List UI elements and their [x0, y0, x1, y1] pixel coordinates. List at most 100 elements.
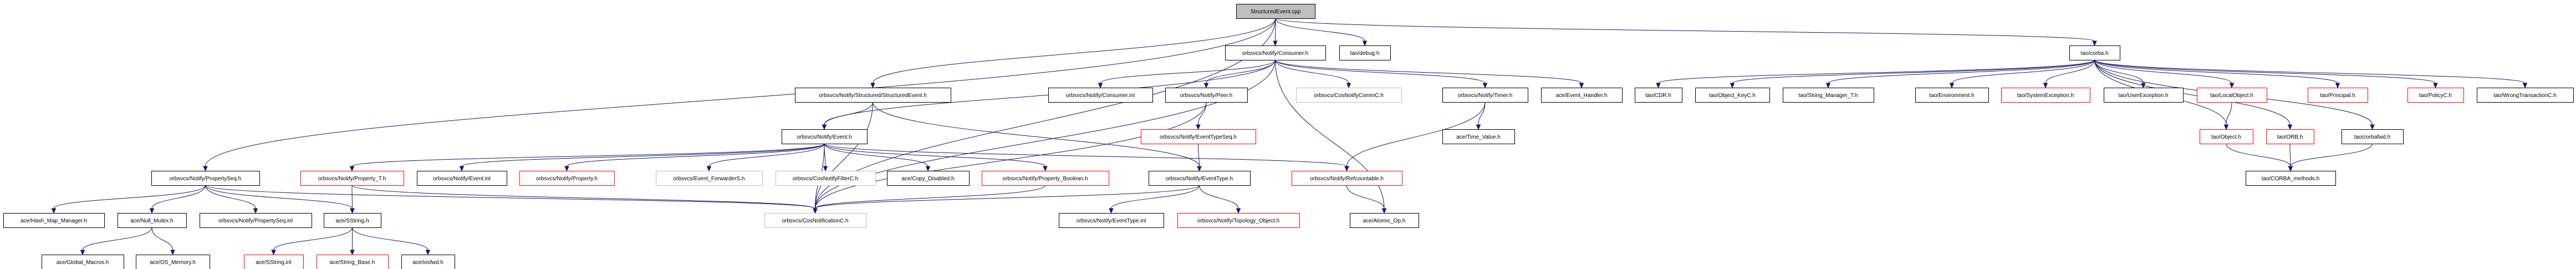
node-orbsvcs-cosnotificationc-h[interactable]: orbsvcs/CosNotificationC.h	[764, 213, 866, 228]
node-box	[1165, 88, 1248, 103]
node-tao-object-keyc-h[interactable]: tao/Object_KeyC.h	[1695, 88, 1770, 103]
nodes-layer: StructuredEvent.cpp orbsvcs/Notify/Consum…	[3, 4, 2574, 269]
node-orbsvcs-notify-consumer-h[interactable]: orbsvcs/Notify/Consumer.h	[1225, 45, 1326, 60]
node-box	[1339, 45, 1391, 60]
node-orbsvcs-notify-peer-h[interactable]: orbsvcs/Notify/Peer.h	[1165, 88, 1248, 103]
node-label: orbsvcs/Notify/Structured/StructuredEven…	[819, 93, 927, 99]
node-orbsvcs-notify-property-t-h[interactable]: orbsvcs/Notify/Property_T.h	[300, 171, 404, 186]
node-label: ace/iosfwd.h	[412, 260, 443, 266]
node-ace-hash-map-manager-h[interactable]: ace/Hash_Map_Manager.h	[3, 213, 105, 228]
arrowhead-icon	[349, 166, 355, 172]
node-label: tao/Object.h	[2211, 134, 2241, 140]
edge-n8-n35	[1346, 101, 1486, 167]
node-tao-corba-h[interactable]: tao/corba.h	[2069, 45, 2120, 60]
edge-n26-n41	[205, 185, 815, 209]
node-box	[1442, 88, 1528, 103]
edge-n6-n41	[815, 101, 1207, 209]
node-box	[401, 255, 455, 269]
node-ace-copy-disabled-h[interactable]: ace/Copy_Disabled.h	[887, 171, 970, 186]
node-tao-principal-h[interactable]: tao/Principal.h	[2308, 88, 2368, 103]
node-tao-corba-methods-h[interactable]: tao/CORBA_methods.h	[2246, 171, 2336, 186]
node-orbsvcs-notify-timer-h[interactable]: orbsvcs/Notify/Timer.h	[1442, 88, 1528, 103]
node-orbsvcs-notify-eventtype-inl[interactable]: orbsvcs/Notify/EventType.inl	[1059, 213, 1164, 228]
node-ace-null-mutex-h[interactable]: ace/Null_Mutex.h	[118, 213, 187, 228]
node-ace-iosfwd-h[interactable]: ace/iosfwd.h	[401, 255, 455, 269]
node-ace-sstring-h[interactable]: ace/SString.h	[324, 213, 381, 228]
node-ace-sstring-inl[interactable]: ace/SString.inl	[244, 255, 304, 269]
node-tao-object-h[interactable]: tao/Object.h	[2200, 129, 2253, 144]
node-ace-global-macros-h[interactable]: ace/Global_Macros.h	[42, 255, 124, 269]
node-ace-time-value-h[interactable]: ace/Time_Value.h	[1442, 129, 1515, 144]
node-orbsvcs-notify-eventtypeseq-h[interactable]: orbsvcs/Notify/EventTypeSeq.h	[1141, 129, 1256, 144]
node-box	[1059, 213, 1164, 228]
node-tao-environment-h[interactable]: tao/Environment.h	[1915, 88, 1989, 103]
edge-n40-n47	[273, 227, 353, 251]
node-orbsvcs-notify-propertyseq-inl[interactable]: orbsvcs/Notify/PropertySeq.inl	[200, 213, 312, 228]
node-tao-orb-h[interactable]: tao/ORB.h	[2266, 129, 2314, 144]
node-box	[1541, 88, 1623, 103]
edge-n38-n45	[82, 227, 152, 251]
node-box	[300, 171, 404, 186]
edge-n34-n41	[815, 185, 1200, 209]
node-label: tao/SystemException.h	[2017, 93, 2074, 99]
node-box	[795, 88, 951, 103]
edge-n25-n36	[2290, 143, 2373, 167]
node-orbsvcs-notify-event-inl[interactable]: orbsvcs/Notify/Event.inl	[417, 171, 507, 186]
edge-n0-n4	[873, 18, 1276, 84]
edge-n24-n36	[2289, 143, 2291, 167]
node-orbsvcs-notify-consumer-inl[interactable]: orbsvcs/Notify/Consumer.inl	[1048, 88, 1153, 103]
node-tao-cdr-h[interactable]: tao/CDR.h	[1635, 88, 1682, 103]
node-ace-event-handler-h[interactable]: ace/Event_Handler.h	[1541, 88, 1623, 103]
node-tao-wrongtransactionc-h[interactable]: tao/WrongTransactionC.h	[2477, 88, 2574, 103]
node-orbsvcs-cosnotifyfilterc-h[interactable]: orbsvcs/CosNotifyFilterC.h	[776, 171, 876, 186]
arrowhead-icon	[459, 166, 465, 172]
node-orbsvcs-cosnotifycommc-h[interactable]: orbsvcs/CosNotifyCommC.h	[1296, 88, 1402, 103]
edge-n3-n19	[2094, 59, 2526, 84]
node-label: orbsvcs/Notify/Consumer.h	[1242, 50, 1309, 57]
node-label: orbsvcs/Event_ForwarderS.h	[674, 176, 745, 182]
node-orbsvcs-notify-property-h[interactable]: orbsvcs/Notify/Property.h	[519, 171, 615, 186]
edge-n0-n2	[1275, 18, 1365, 42]
arrowhead-icon	[2229, 83, 2235, 89]
edge-n4-n41	[815, 101, 873, 209]
node-tao-userexception-h[interactable]: tao/UserException.h	[2104, 88, 2184, 103]
node-orbsvcs-notify-topology-object-h[interactable]: orbsvcs/Notify/Topology_Object.h	[1177, 213, 1300, 228]
node-label: orbsvcs/Notify/Event.h	[797, 134, 851, 140]
node-orbsvcs-notify-propertyseq-h[interactable]: orbsvcs/Notify/PropertySeq.h	[151, 171, 260, 186]
edge-n20-n30	[708, 143, 825, 167]
arrowhead-icon	[253, 208, 258, 214]
edge-n6-n21	[1198, 101, 1207, 125]
node-tao-systemexception-h[interactable]: tao/SystemException.h	[2001, 88, 2090, 103]
arrowhead-icon	[80, 250, 85, 256]
node-ace-atomic-op-h[interactable]: ace/Atomic_Op.h	[1350, 213, 1419, 228]
node-ace-os-memory-h[interactable]: ace/OS_Memory.h	[136, 255, 210, 269]
edges-layer	[51, 18, 2528, 256]
node-tao-string-manager-t-h[interactable]: tao/String_Manager_T.h	[1783, 88, 1874, 103]
edge-n3-n16	[2094, 59, 2232, 84]
node-ace-string-base-h[interactable]: ace/String_Base.h	[317, 255, 389, 269]
node-tao-debug-h[interactable]: tao/debug.h	[1339, 45, 1391, 60]
arrowhead-icon	[1346, 83, 1351, 89]
node-structuredevent-cpp[interactable]: StructuredEvent.cpp	[1236, 4, 1315, 19]
node-tao-policyc-h[interactable]: tao/PolicyC.h	[2407, 88, 2464, 103]
node-label: orbsvcs/Notify/Consumer.inl	[1066, 93, 1135, 99]
node-box	[982, 171, 1109, 186]
node-box	[2200, 129, 2253, 144]
arrowhead-icon	[1730, 83, 1735, 89]
arrowhead-icon	[350, 208, 355, 214]
node-orbsvcs-notify-event-h[interactable]: orbsvcs/Notify/Event.h	[782, 129, 868, 144]
node-tao-localobject-h[interactable]: tao/LocalObject.h	[2197, 88, 2267, 103]
node-orbsvcs-notify-eventtype-h[interactable]: orbsvcs/Notify/EventType.h	[1149, 171, 1251, 186]
node-label: orbsvcs/CosNotifyFilterC.h	[793, 176, 858, 182]
node-orbsvcs-notify-refcountable-h[interactable]: orbsvcs/Notify/Refcountable.h	[1292, 171, 1402, 186]
node-box	[1915, 88, 1989, 103]
node-orbsvcs-event-forwarders-h[interactable]: orbsvcs/Event_ForwarderS.h	[656, 171, 763, 186]
edge-n3-n12	[1828, 59, 2095, 84]
node-box	[764, 213, 866, 228]
node-tao-corbafwd-h[interactable]: tao/corbafwd.h	[2342, 129, 2404, 144]
edge-n20-n35	[824, 143, 1347, 167]
node-orbsvcs-notify-property-boolean-h[interactable]: orbsvcs/Notify/Property_Boolean.h	[982, 171, 1109, 186]
node-orbsvcs-notify-structured-structuredevent-h[interactable]: orbsvcs/Notify/Structured/StructuredEven…	[795, 88, 951, 103]
node-box	[1350, 213, 1419, 228]
edge-n1-n44	[1275, 59, 1385, 209]
